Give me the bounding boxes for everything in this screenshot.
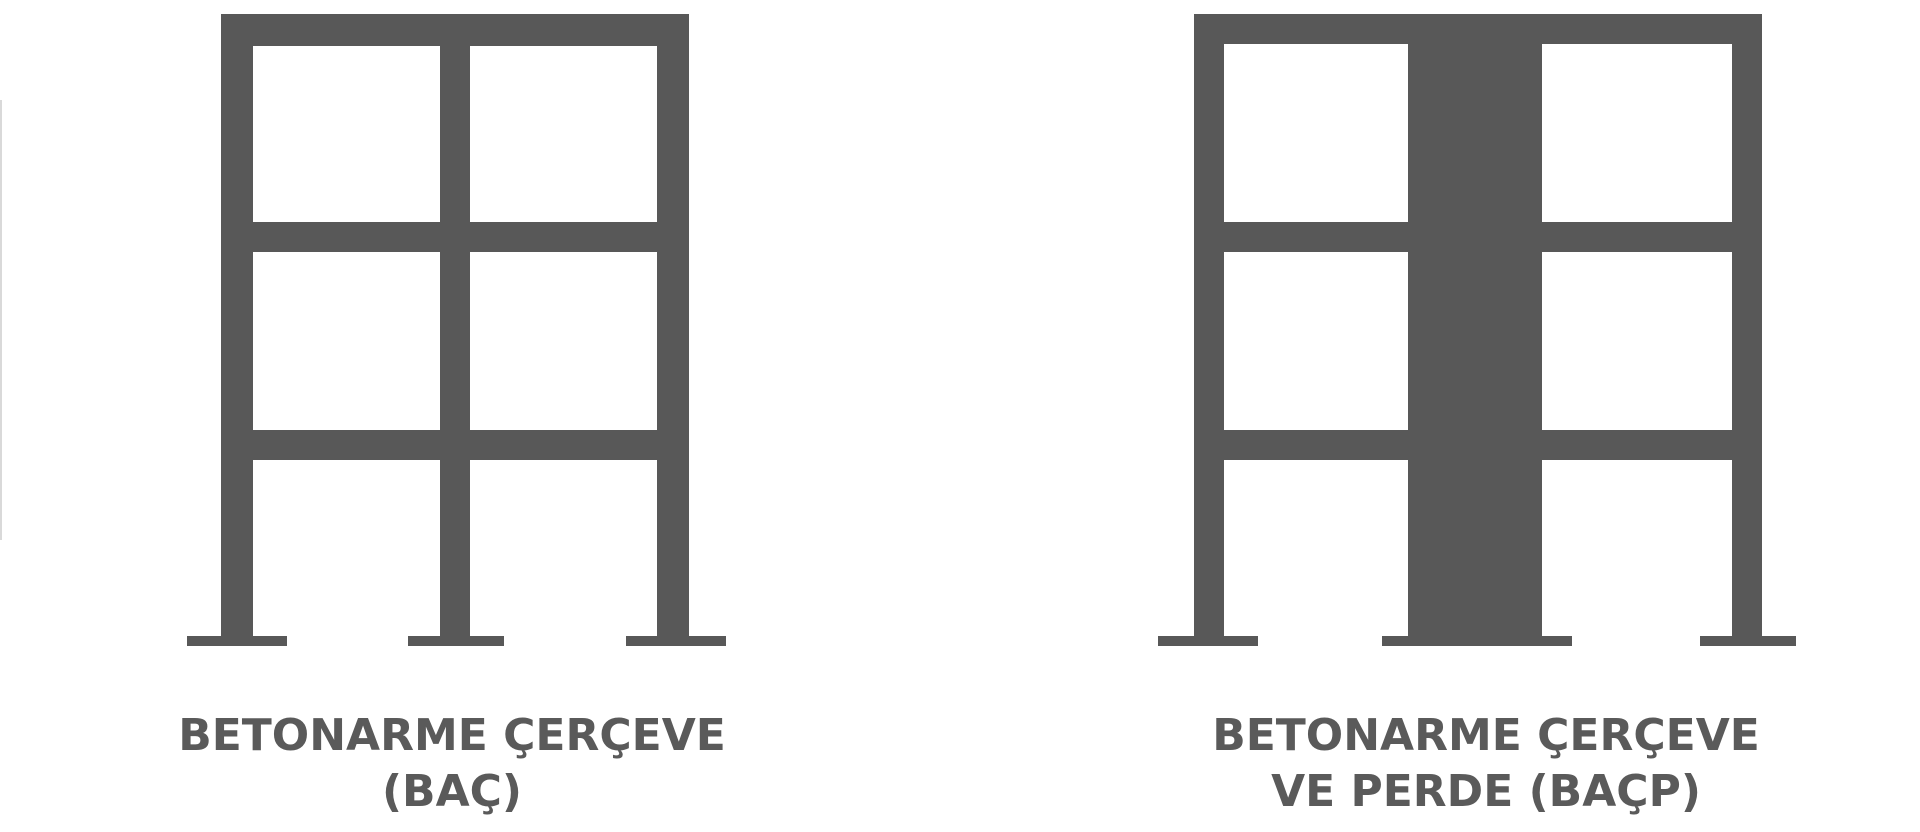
frame-bacp-right-column — [1732, 14, 1762, 640]
frame-bac-footing-left — [187, 636, 287, 646]
frame-bacp-beam-floor-1 — [1194, 430, 1762, 460]
frame-bacp — [1158, 14, 1796, 646]
frame-bacp-left-column — [1194, 14, 1224, 640]
frame-bacp-shear-wall — [1408, 14, 1542, 640]
frame-bac-beam-floor-2 — [221, 222, 689, 252]
frame-bac-middle-column — [440, 14, 470, 640]
frame-bac-right-column — [657, 14, 689, 640]
frame-bac-left-column — [221, 14, 253, 640]
left-edge-mark — [0, 100, 2, 540]
frame-bacp-beam-floor-2 — [1194, 222, 1762, 252]
frame-bacp-footing-right — [1700, 636, 1796, 646]
caption-bac-line1: BETONARME ÇERÇEVE — [178, 710, 726, 761]
frame-bac-footing-right — [626, 636, 726, 646]
frame-bacp-footing-middle — [1382, 636, 1572, 646]
caption-bacp-line2: VE PERDE (BAÇP) — [1271, 766, 1701, 817]
frame-bac — [187, 14, 726, 646]
frame-bacp-footing-left — [1158, 636, 1258, 646]
caption-bac-line2: (BAÇ) — [382, 766, 522, 817]
frame-bac-beam-floor-1 — [221, 430, 689, 460]
frame-bac-footing-middle — [408, 636, 504, 646]
caption-bacp-line1: BETONARME ÇERÇEVE — [1212, 710, 1760, 761]
